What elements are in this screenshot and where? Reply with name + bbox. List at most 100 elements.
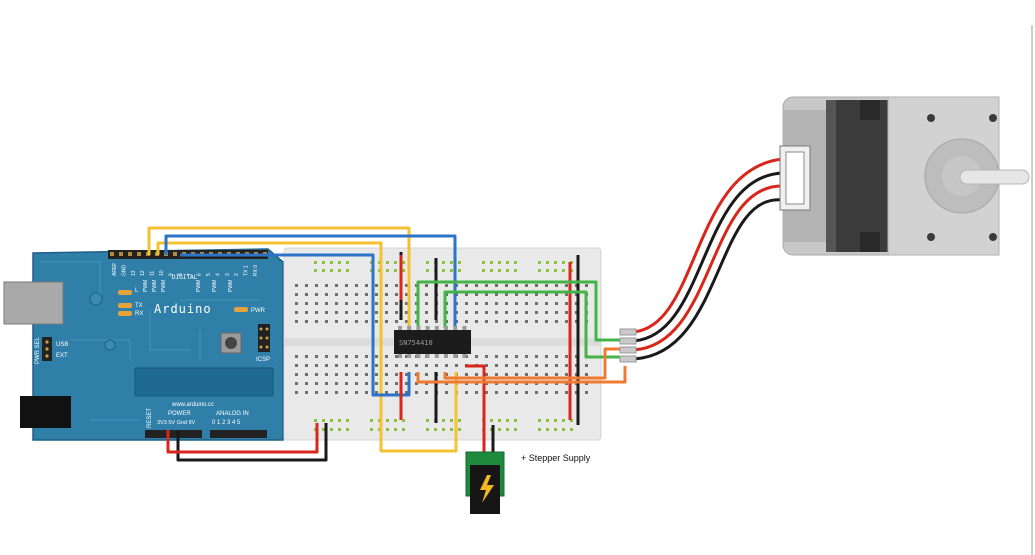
led-rx [118,311,132,316]
breadboard-hole [495,302,498,305]
breadboard-hole [495,373,498,376]
breadboard-hole [535,391,538,394]
breadboard-hole [515,320,518,323]
rail-hole [338,269,341,272]
header-pin-label: 2 [234,273,240,276]
breadboard-hole [295,311,298,314]
breadboard-hole [465,373,468,376]
rail-hole [498,269,501,272]
breadboard-hole [335,311,338,314]
breadboard-hole [475,391,478,394]
breadboard-hole [405,284,408,287]
breadboard-hole [555,293,558,296]
breadboard-hole [555,311,558,314]
breadboard-hole [515,355,518,358]
breadboard-hole [315,320,318,323]
rail-hole [538,261,541,264]
breadboard-hole [495,320,498,323]
breadboard-hole [345,320,348,323]
breadboard-hole [485,355,488,358]
breadboard-hole [425,302,428,305]
rail-hole [330,419,333,422]
rail-hole [426,419,429,422]
breadboard-hole [375,311,378,314]
breadboard-hole [385,373,388,376]
breadboard-hole [405,320,408,323]
chip-pin [425,326,430,331]
rail-hole [554,261,557,264]
breadboard-hole [525,320,528,323]
rail-hole [386,419,389,422]
breadboard-hole [405,364,408,367]
rail-hole [546,261,549,264]
power-header [145,430,202,438]
breadboard-hole [455,364,458,367]
chip-pin [453,353,458,358]
breadboard-hole [425,373,428,376]
wire-orange-2 [443,347,625,380]
breadboard-hole [375,320,378,323]
breadboard-hole [295,302,298,305]
wire-orange-1 [416,366,627,384]
rail-hole [514,419,517,422]
power-pins-label: 3V3 5V Gnd 9V [157,420,196,426]
breadboard-hole [445,391,448,394]
rail-hole [426,269,429,272]
rail-hole [370,419,373,422]
breadboard-hole [335,364,338,367]
breadboard-hole [525,293,528,296]
power-label: POWER [168,411,191,417]
rail-hole [322,269,325,272]
lightning-bolt-icon [480,475,494,503]
breadboard-hole [535,284,538,287]
breadboard-hole [405,391,408,394]
rail-hole [570,419,573,422]
breadboard-hole [405,293,408,296]
breadboard-hole [475,373,478,376]
wire-red-supply [465,364,486,455]
breadboard-hole [295,391,298,394]
rail-hole [506,419,509,422]
rail-hole [554,269,557,272]
breadboard-hole [515,284,518,287]
rail-hole [322,428,325,431]
breadboard-hole [505,373,508,376]
breadboard-hole [485,293,488,296]
breadboard-hole [535,293,538,296]
arduino-brand: Arduino [154,302,212,316]
rail-hole [442,269,445,272]
breadboard-hole [485,320,488,323]
breadboard-hole [315,284,318,287]
motor-wire-red-2 [629,184,784,352]
breadboard-hole [525,391,528,394]
breadboard-hole [535,364,538,367]
breadboard-hole [445,364,448,367]
breadboard-hole [385,382,388,385]
analog-pins-label: 0 1 2 3 4 5 [212,420,241,426]
breadboard-hole [405,302,408,305]
breadboard-hole [395,302,398,305]
rail-hole [458,419,461,422]
rail-hole [450,269,453,272]
breadboard-hole [345,373,348,376]
breadboard-hole [415,364,418,367]
breadboard-hole [505,284,508,287]
breadboard-hole [345,382,348,385]
breadboard-hole [535,311,538,314]
breadboard-hole [315,302,318,305]
rail-hole [546,428,549,431]
breadboard-hole [405,373,408,376]
breadboard-hole [315,364,318,367]
breadboard-hole [395,382,398,385]
breadboard-hole [335,391,338,394]
breadboard-hole [425,364,428,367]
breadboard-hole [325,382,328,385]
chip-pin [434,353,439,358]
breadboard-hole [485,373,488,376]
breadboard-hole [425,284,428,287]
breadboard-hole [465,355,468,358]
breadboard-hole [365,364,368,367]
breadboard-hole [515,302,518,305]
header-pin-label: RX 0 [253,265,259,276]
rail-hole [338,261,341,264]
